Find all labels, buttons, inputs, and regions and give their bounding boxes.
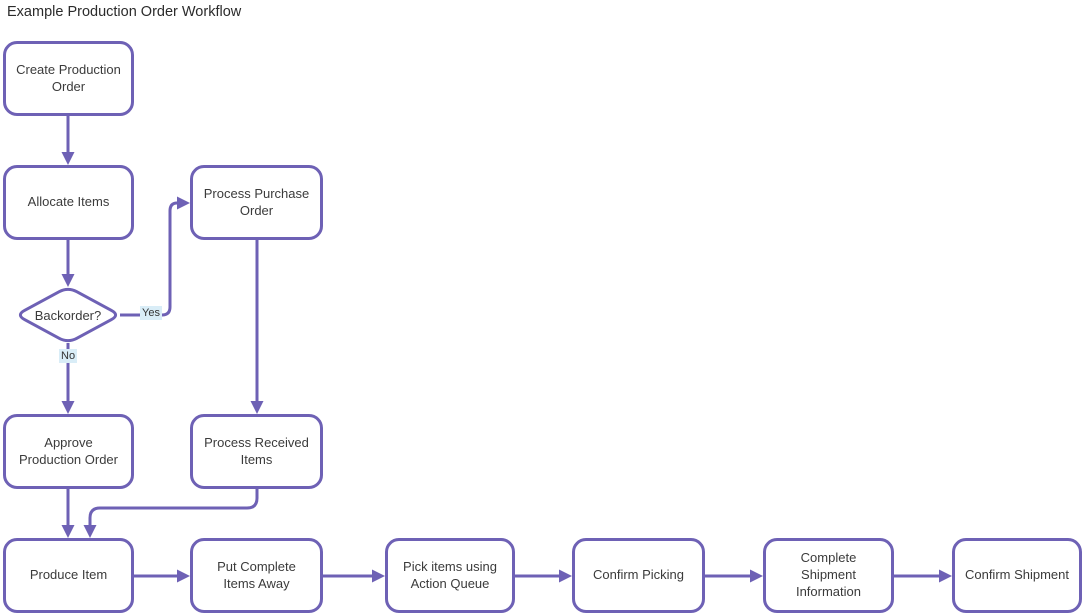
flow-node-allocate-items: Allocate Items	[3, 165, 134, 240]
edge-backorder-yes-to-purchase-order	[120, 201, 178, 317]
edge-label-yes: Yes	[140, 306, 162, 320]
flow-node-process-purchase-order: Process Purchase Order	[190, 165, 323, 240]
flow-node-backorder-decision: Backorder?	[34, 307, 102, 323]
edge-received-items-to-produce	[88, 489, 259, 525]
flow-node-confirm-picking: Confirm Picking	[572, 538, 705, 613]
flow-node-put-complete-items-away: Put Complete Items Away	[190, 538, 323, 613]
flow-node-confirm-shipment: Confirm Shipment	[952, 538, 1082, 613]
flow-node-process-received-items: Process Received Items	[190, 414, 323, 489]
diagram-title: Example Production Order Workflow	[7, 4, 242, 20]
flow-node-pick-items-using-action-queue: Pick items using Action Queue	[385, 538, 515, 613]
decision-diamond-shape	[18, 287, 118, 343]
edge-label-no: No	[59, 349, 78, 363]
flow-node-complete-shipment-information: Complete Shipment Information	[763, 538, 894, 613]
flow-node-create-production-order: Create Production Order	[3, 41, 134, 116]
arrowheads	[61, 152, 952, 583]
flow-node-produce-item: Produce Item	[3, 538, 134, 613]
flow-node-approve-production-order: Approve Production Order	[3, 414, 134, 489]
